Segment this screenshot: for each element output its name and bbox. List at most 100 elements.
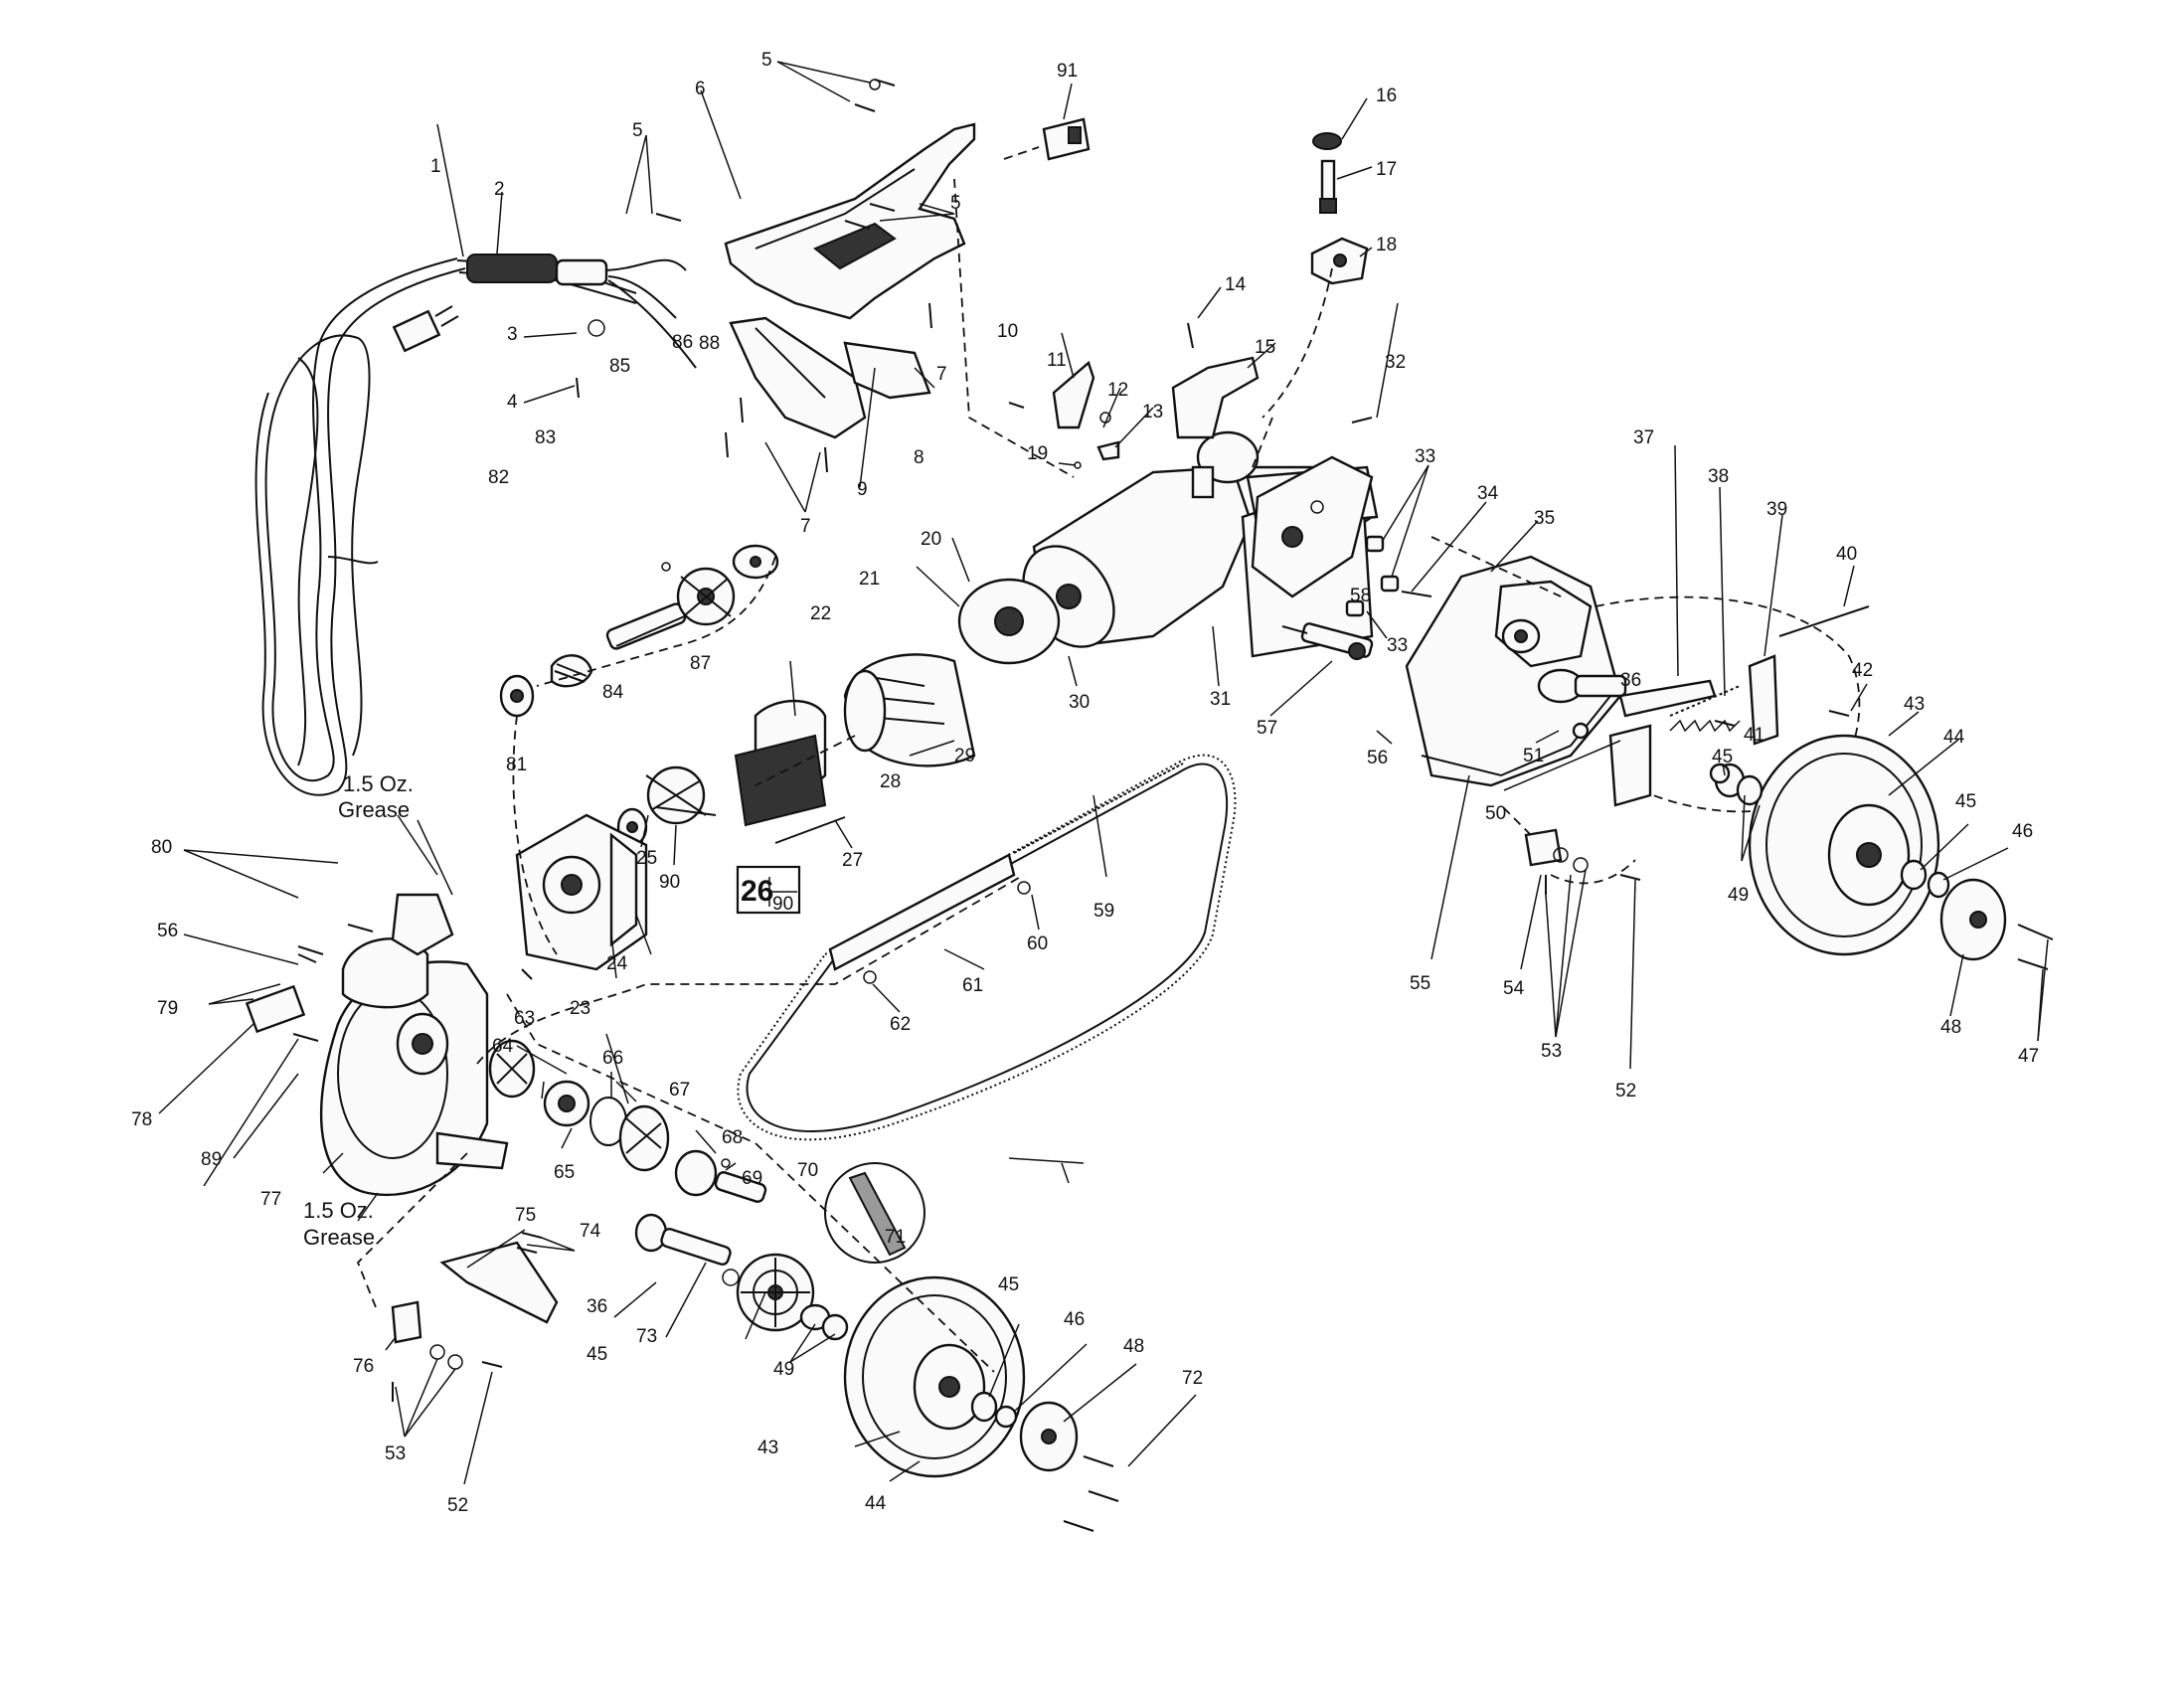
label-70: 70 bbox=[797, 1160, 818, 1181]
label-4: 4 bbox=[507, 392, 518, 413]
label-69: 69 bbox=[742, 1168, 762, 1189]
label-86: 86 bbox=[672, 332, 693, 353]
label-63: 63 bbox=[514, 1008, 535, 1029]
label-20: 20 bbox=[921, 529, 941, 550]
label-81: 81 bbox=[506, 755, 527, 775]
label-19: 19 bbox=[1027, 443, 1048, 464]
label-33: 33 bbox=[1387, 635, 1408, 656]
label-23: 23 bbox=[570, 998, 590, 1019]
label-5: 5 bbox=[632, 120, 643, 141]
label-56: 56 bbox=[1367, 748, 1388, 768]
label-56: 56 bbox=[157, 921, 178, 941]
label-45: 45 bbox=[587, 1344, 607, 1365]
label-39: 39 bbox=[1766, 499, 1787, 520]
handle-assembly bbox=[588, 79, 1091, 439]
label-34: 34 bbox=[1477, 483, 1499, 504]
label-68: 68 bbox=[722, 1127, 743, 1148]
label-35: 35 bbox=[1534, 508, 1555, 529]
label-43: 43 bbox=[1904, 694, 1925, 715]
label-61: 61 bbox=[962, 975, 983, 996]
grease-note-upper-amount: 1.5 Oz. bbox=[343, 771, 414, 796]
label-24: 24 bbox=[606, 953, 628, 974]
blade-guard-bar bbox=[828, 853, 1016, 971]
label-53: 53 bbox=[385, 1443, 406, 1464]
label-10: 10 bbox=[997, 321, 1018, 342]
label-78: 78 bbox=[131, 1109, 152, 1130]
label-76: 76 bbox=[353, 1356, 374, 1377]
label-85: 85 bbox=[609, 356, 630, 377]
callout-main-number: 26 bbox=[741, 875, 773, 908]
label-13: 13 bbox=[1142, 402, 1163, 423]
label-22: 22 bbox=[810, 603, 831, 624]
label-2: 2 bbox=[494, 179, 505, 200]
label-48: 48 bbox=[1940, 1017, 1961, 1038]
label-57: 57 bbox=[1257, 718, 1277, 739]
label-29: 29 bbox=[954, 746, 975, 766]
callout-box-26-90: 26 90 bbox=[736, 865, 801, 915]
label-49: 49 bbox=[1728, 885, 1749, 906]
cord-strain-relief bbox=[466, 254, 558, 283]
label-72: 72 bbox=[1182, 1368, 1203, 1389]
label-45: 45 bbox=[1955, 791, 1976, 812]
plug bbox=[392, 309, 441, 353]
label-30: 30 bbox=[1069, 692, 1090, 713]
label-84: 84 bbox=[602, 682, 624, 703]
label-67: 67 bbox=[669, 1080, 690, 1101]
label-79: 79 bbox=[157, 998, 178, 1019]
drive-wheel-right bbox=[1709, 734, 2054, 970]
label-11: 11 bbox=[1047, 350, 1067, 371]
label-9: 9 bbox=[857, 479, 868, 500]
label-36: 36 bbox=[1620, 670, 1641, 691]
grease-note-upper-label: Grease bbox=[338, 797, 410, 822]
label-46: 46 bbox=[2012, 821, 2033, 842]
leader-lines bbox=[158, 61, 2049, 1485]
label-36: 36 bbox=[587, 1296, 607, 1317]
label-38: 38 bbox=[1708, 466, 1729, 487]
gear-train-lower bbox=[488, 1039, 767, 1286]
label-25: 25 bbox=[636, 848, 657, 869]
label-66: 66 bbox=[602, 1048, 623, 1069]
label-51: 51 bbox=[1523, 746, 1544, 766]
sprocket-73 bbox=[736, 1253, 815, 1332]
bolt-nut-clamp bbox=[1310, 132, 1369, 285]
label-52: 52 bbox=[447, 1495, 468, 1516]
chain-detail-71 bbox=[824, 1162, 925, 1264]
label-28: 28 bbox=[880, 771, 901, 792]
label-87: 87 bbox=[690, 653, 711, 674]
label-7: 7 bbox=[936, 364, 947, 385]
label-59: 59 bbox=[1093, 901, 1114, 922]
label-27: 27 bbox=[842, 850, 863, 871]
label-6: 6 bbox=[695, 79, 706, 99]
power-cord bbox=[254, 254, 697, 796]
label-52: 52 bbox=[1615, 1081, 1636, 1102]
label-90: 90 bbox=[659, 872, 680, 893]
small-bushings-33 bbox=[1345, 417, 1432, 617]
assembly-guide-lines bbox=[356, 146, 1636, 1373]
label-3: 3 bbox=[507, 324, 518, 345]
shaft-57-58 bbox=[1281, 622, 1374, 660]
grease-note-lower-amount: 1.5 Oz. bbox=[303, 1198, 374, 1223]
label-55: 55 bbox=[1410, 973, 1430, 994]
label-44: 44 bbox=[1943, 727, 1965, 748]
label-1: 1 bbox=[430, 156, 441, 177]
label-32: 32 bbox=[1385, 352, 1406, 373]
label-16: 16 bbox=[1376, 85, 1397, 106]
label-74: 74 bbox=[580, 1221, 601, 1242]
label-21: 21 bbox=[859, 569, 880, 590]
grease-note-lower-label: Grease bbox=[303, 1225, 375, 1250]
label-31: 31 bbox=[1210, 689, 1231, 710]
label-8: 8 bbox=[914, 447, 924, 468]
motor-armature bbox=[616, 578, 1061, 847]
label-7: 7 bbox=[800, 516, 811, 537]
label-45: 45 bbox=[998, 1274, 1019, 1295]
label-54: 54 bbox=[1503, 978, 1525, 999]
label-60: 60 bbox=[1027, 933, 1048, 954]
callout-sub-number: 90 bbox=[772, 894, 793, 915]
gear-housing-cover bbox=[515, 813, 648, 971]
label-45: 45 bbox=[1712, 747, 1733, 767]
gear-train-upper bbox=[499, 544, 779, 718]
label-77: 77 bbox=[260, 1189, 281, 1210]
label-80: 80 bbox=[151, 837, 172, 858]
label-5: 5 bbox=[950, 193, 961, 214]
